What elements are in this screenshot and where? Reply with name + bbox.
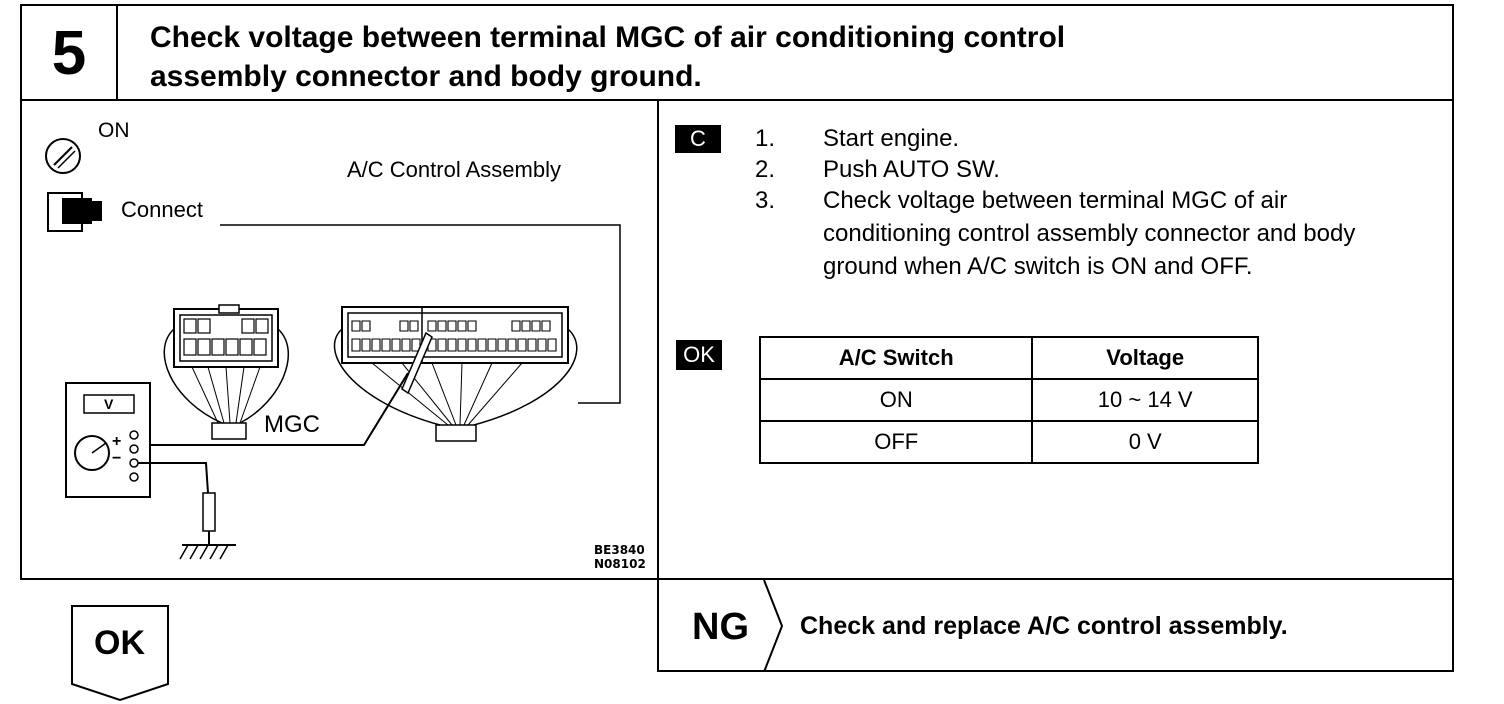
condition-tag: C — [675, 125, 721, 153]
step-number: 5 — [51, 18, 87, 88]
step-title: Check voltage between terminal MGC of ai… — [150, 18, 1430, 96]
ok-next-label: OK — [94, 624, 145, 662]
step-title-line-1: Check voltage between terminal MGC of ai… — [150, 21, 1066, 54]
probe-wire — [142, 372, 409, 446]
table-row: ON 10 ~ 14 V — [758, 378, 1259, 422]
table-cell: 10 ~ 14 V — [1031, 378, 1259, 422]
ng-label: NG — [692, 606, 749, 648]
instruction-step: 3. Check voltage between terminal MGC of… — [755, 184, 1445, 283]
ng-action: Check and replace A/C control assembly. — [800, 612, 1288, 640]
meter-plus: + — [112, 433, 122, 450]
ignition-label: ON — [98, 119, 130, 142]
instruction-step: 2. Push AUTO SW. — [755, 153, 1445, 186]
step-index: 1. — [755, 125, 776, 152]
right-connector — [333, 306, 578, 442]
left-connector — [163, 304, 289, 440]
table-header-row: A/C Switch Voltage — [758, 336, 1259, 380]
connector-icon — [47, 192, 102, 232]
ok-next-arrow — [71, 605, 169, 702]
table-row: OFF 0 V — [758, 420, 1259, 464]
ignition-switch-icon — [45, 138, 81, 174]
figure-code-line-2: N08102 — [594, 557, 646, 571]
table-cell: OFF — [758, 420, 1034, 464]
step-index: 3. — [755, 187, 776, 214]
step-text: Push AUTO SW. — [823, 156, 1000, 183]
column-header-voltage: Voltage — [1031, 336, 1259, 380]
table-cell: 0 V — [1031, 420, 1259, 464]
step-text: Check voltage between terminal MGC of ai… — [823, 187, 1356, 280]
connector-label: Connect — [121, 197, 203, 222]
voltage-table: A/C Switch Voltage ON 10 ~ 14 V OFF 0 V — [758, 336, 1259, 464]
header-divider — [20, 99, 1454, 101]
step-text: Start engine. — [823, 125, 960, 152]
step-index: 2. — [755, 156, 776, 183]
ground-probe — [202, 492, 216, 532]
figure-code-line-1: BE3840 — [594, 543, 645, 557]
column-header-switch: A/C Switch — [758, 336, 1034, 380]
step-title-line-2: assembly connector and body ground. — [150, 60, 702, 93]
ok-tag: OK — [676, 340, 722, 370]
terminal-label: MGC — [264, 411, 320, 438]
figure-code: BE3840 N08102 — [594, 543, 646, 571]
instruction-step: 1. Start engine. — [755, 122, 1445, 155]
wiring-diagram — [45, 138, 621, 560]
meter-label: V — [104, 396, 114, 412]
ng-result-box — [657, 578, 1454, 672]
probe-tip — [401, 331, 433, 395]
ng-chevron — [763, 580, 784, 672]
ground-lead — [138, 462, 209, 494]
ground-icon — [179, 544, 236, 560]
table-cell: ON — [758, 378, 1034, 422]
voltmeter — [65, 382, 151, 498]
instruction-list: 1. Start engine. 2. Push AUTO SW. 3. Che… — [755, 122, 1445, 283]
assembly-outline — [220, 224, 621, 404]
panel-divider — [657, 100, 659, 578]
assembly-label: A/C Control Assembly — [347, 157, 561, 182]
meter-minus: − — [112, 450, 122, 467]
step-number-divider — [116, 4, 118, 100]
